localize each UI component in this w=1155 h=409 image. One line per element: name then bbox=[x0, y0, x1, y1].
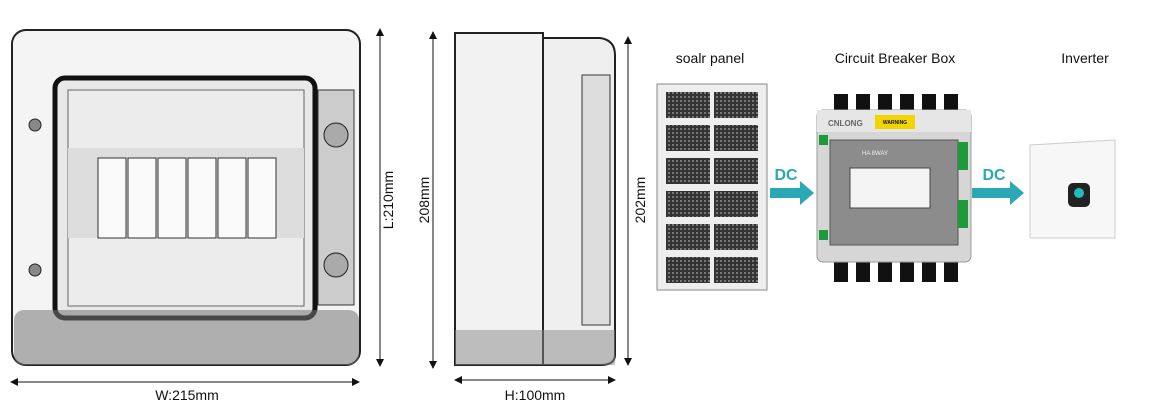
dc-label-2: DC bbox=[982, 167, 1006, 184]
front-view bbox=[11, 29, 361, 366]
dc-label-1: DC bbox=[774, 167, 798, 184]
dc-arrow-1 bbox=[770, 181, 814, 205]
depth-label: H:100mm bbox=[505, 387, 566, 403]
brand-logo: CNLONG bbox=[828, 119, 863, 128]
side-view bbox=[454, 32, 616, 366]
side-height-label: 208mm bbox=[416, 177, 432, 224]
inner-height-label: 202mm bbox=[632, 177, 648, 224]
width-label: W:215mm bbox=[155, 387, 219, 403]
solar-panel-image bbox=[656, 83, 768, 291]
warning-sticker: WARNING bbox=[883, 120, 907, 126]
inverter-image bbox=[1029, 139, 1116, 239]
solar-panel-label: soalr panel bbox=[676, 50, 745, 66]
box-tag: HA 8WAY bbox=[862, 151, 888, 157]
breaker-box-label: Circuit Breaker Box bbox=[835, 50, 956, 66]
length-label: L:210mm bbox=[380, 171, 396, 229]
inverter-label: Inverter bbox=[1061, 50, 1109, 66]
breakers bbox=[97, 157, 277, 239]
breaker-box-image bbox=[816, 94, 972, 282]
dc-arrow-2 bbox=[972, 181, 1024, 205]
